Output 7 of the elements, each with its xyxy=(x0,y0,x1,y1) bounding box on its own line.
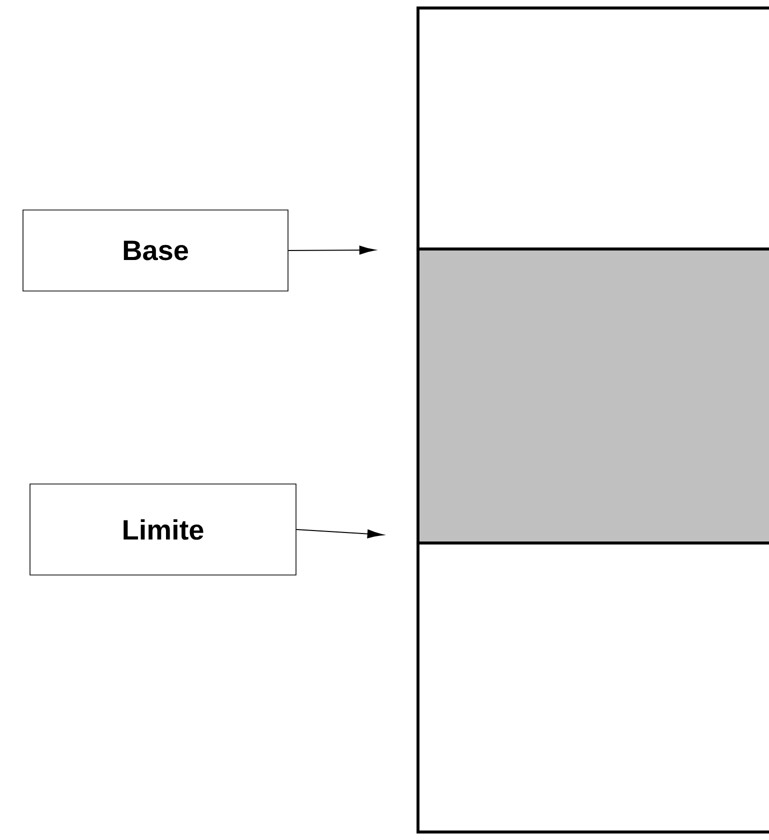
label-box: Base xyxy=(22,210,288,292)
arrow xyxy=(296,528,384,538)
memory-block xyxy=(416,248,769,544)
arrow xyxy=(288,246,376,255)
label-box: Limite xyxy=(30,484,296,576)
memory-block xyxy=(416,542,769,834)
memory-block xyxy=(416,6,769,250)
